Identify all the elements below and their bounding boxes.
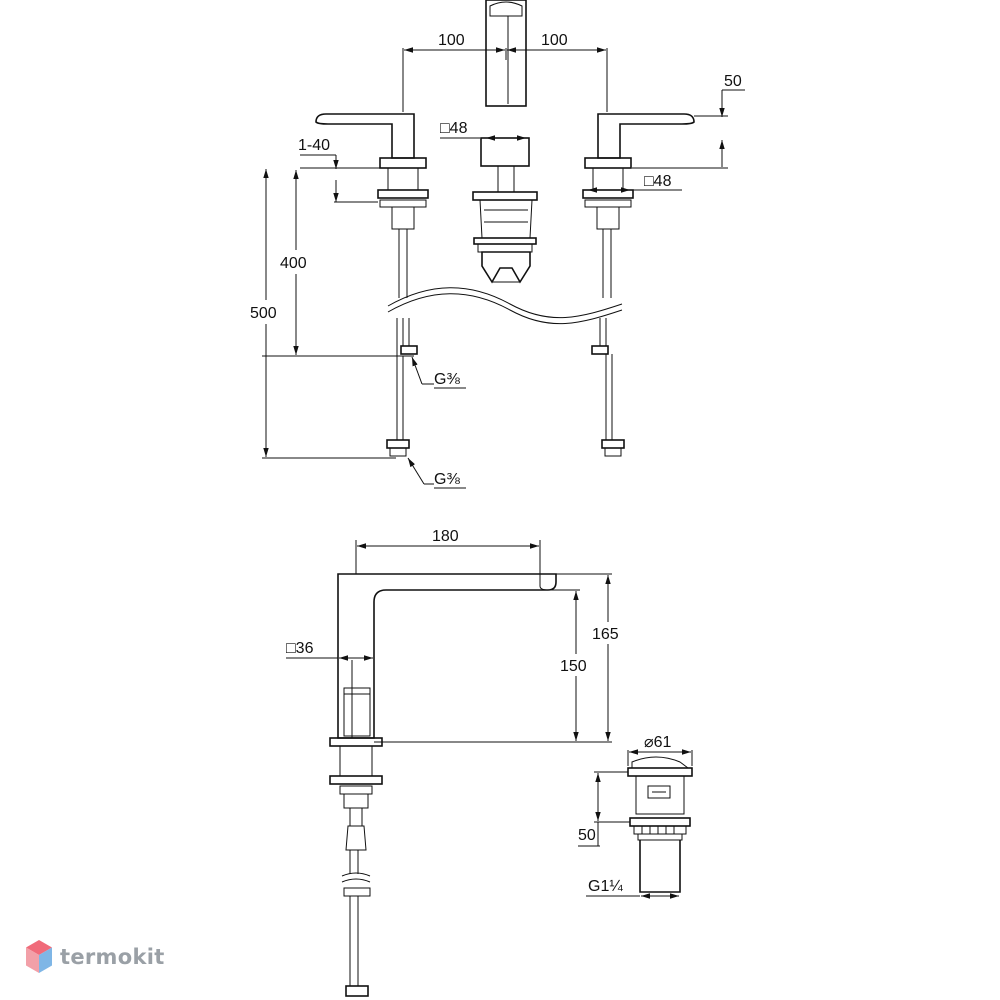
thread-lower: G⅜ [434, 471, 460, 488]
dim-deck-thickness: 1-40 [298, 137, 330, 154]
dim-hose-500: 500 [250, 305, 277, 322]
dim-reach: 180 [432, 528, 459, 545]
drain-diameter: ⌀61 [644, 734, 672, 751]
side-view: 180 □36 165 150 [286, 528, 626, 997]
drain-height: 50 [578, 827, 596, 844]
termokit-logo: termokit [24, 935, 165, 979]
dim-handle-height: 50 [724, 73, 742, 90]
dim-height-outlet: 150 [560, 658, 587, 675]
break-line [387, 287, 623, 319]
drain-thread: G1¼ [588, 878, 623, 895]
spout-front [472, 0, 538, 284]
dim-spout-square: □48 [440, 120, 468, 137]
dim-handle-base-square: □48 [644, 173, 672, 190]
dim-hose-400: 400 [280, 255, 307, 272]
thread-upper: G⅜ [434, 371, 460, 388]
dim-left-spacing: 100 [438, 32, 465, 49]
logo-text: termokit [60, 945, 165, 969]
dim-body-square: □36 [286, 640, 314, 657]
right-handle [582, 113, 695, 457]
hexagon-logo-icon [26, 940, 52, 973]
dim-right-spacing: 100 [541, 32, 568, 49]
dim-height-total: 165 [592, 626, 619, 643]
left-handle [315, 113, 429, 457]
front-view: 100 100 □48 50 1-40 □48 400 500 [248, 0, 745, 489]
drain-view: ⌀61 50 G1¼ [578, 734, 693, 899]
